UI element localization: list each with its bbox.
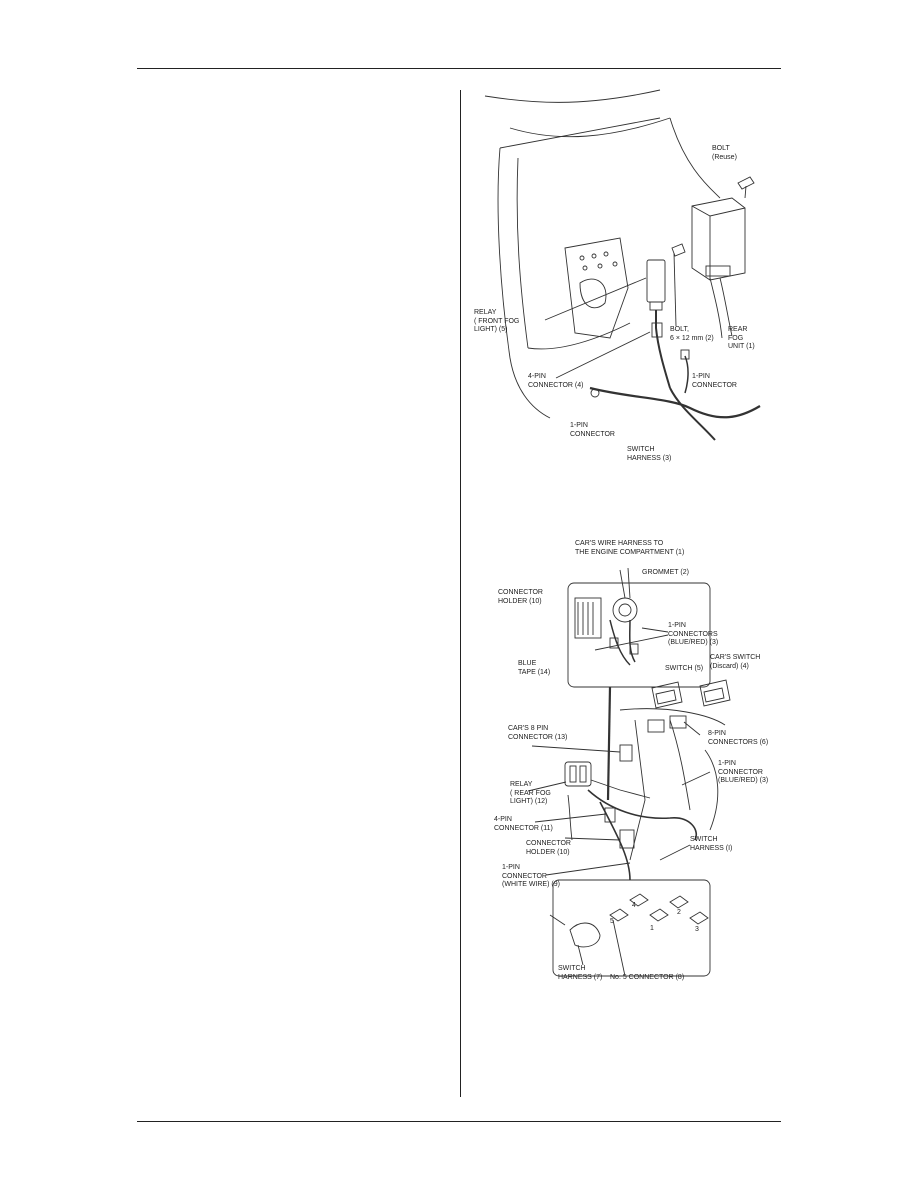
label-4-pin-connector: 4-PIN CONNECTOR (4): [528, 373, 584, 389]
label-1-pin-connectors-blue-red-top: 1-PIN CONNECTORS (BLUE/RED) (3): [668, 622, 719, 646]
label-connector-holder-top: CONNECTOR HOLDER (10): [498, 589, 543, 605]
label-cars-switch-discard: CAR'S SWITCH (Discard) (4): [710, 654, 761, 670]
label-switch-harness-right: SWITCH HARNESS (I): [690, 836, 733, 852]
label-bolt-reuse: BOLT (Reuse): [712, 145, 737, 161]
label-relay-front-fog: RELAY ( FRONT FOG LIGHT) (5): [474, 309, 520, 333]
footer-rule: [137, 1121, 781, 1122]
figure-1-drawing: [484, 89, 761, 441]
label-8-pin-connectors: 8-PIN CONNECTORS (6): [708, 730, 769, 746]
label-cars-wire-harness: CAR'S WIRE HARNESS TO THE ENGINE COMPART…: [575, 540, 685, 556]
label-1-pin-connector-white: 1-PIN CONNECTOR (WHITE WIRE) (9): [502, 864, 560, 888]
label-bolt-6x12: BOLT, 6 × 12 mm (2): [670, 326, 714, 342]
figure-rear-fog-unit: BOLT (Reuse) RELAY ( FRONT FOG LIGHT) (5…: [470, 88, 770, 478]
label-switch-harness: SWITCH HARNESS (3): [627, 446, 672, 462]
label-4-pin-connector-11: 4-PIN CONNECTOR (11): [494, 816, 553, 832]
figure-switch-harness-routing: CAR'S WIRE HARNESS TO THE ENGINE COMPART…: [470, 540, 770, 990]
label-rear-fog-unit: REAR FOG UNIT (1): [728, 326, 755, 350]
label-no5-connector: No. 5 CONNECTOR (8): [610, 974, 685, 981]
label-1-pin-connector-left: 1-PIN CONNECTOR: [570, 422, 615, 438]
label-1-pin-connector-blue-red: 1-PIN CONNECTOR (BLUE/RED) (3): [718, 760, 769, 784]
label-switch-harness-7: SWITCH HARNESS (7): [558, 965, 603, 981]
pin-number: 2: [677, 909, 681, 916]
figure-2-drawing: [527, 567, 731, 977]
header-rule: [137, 68, 781, 69]
column-divider: [460, 90, 461, 1097]
label-blue-tape: BLUE TAPE (14): [518, 660, 551, 676]
pin-number: 4: [632, 902, 636, 909]
pin-number: 1: [650, 925, 654, 932]
pin-number: 5: [610, 918, 614, 925]
label-grommet: GROMMET (2): [642, 569, 689, 576]
label-cars-8-pin-connector: CAR'S 8 PIN CONNECTOR (13): [508, 725, 568, 741]
label-1-pin-connector-right: 1-PIN CONNECTOR: [692, 373, 737, 389]
label-relay-rear-fog: RELAY ( REAR FOG LIGHT) (12): [510, 781, 551, 805]
pin-number: 3: [695, 926, 699, 933]
label-connector-holder-mid: CONNECTOR HOLDER (10): [526, 840, 571, 856]
label-switch-5: SWITCH (5): [665, 665, 704, 672]
